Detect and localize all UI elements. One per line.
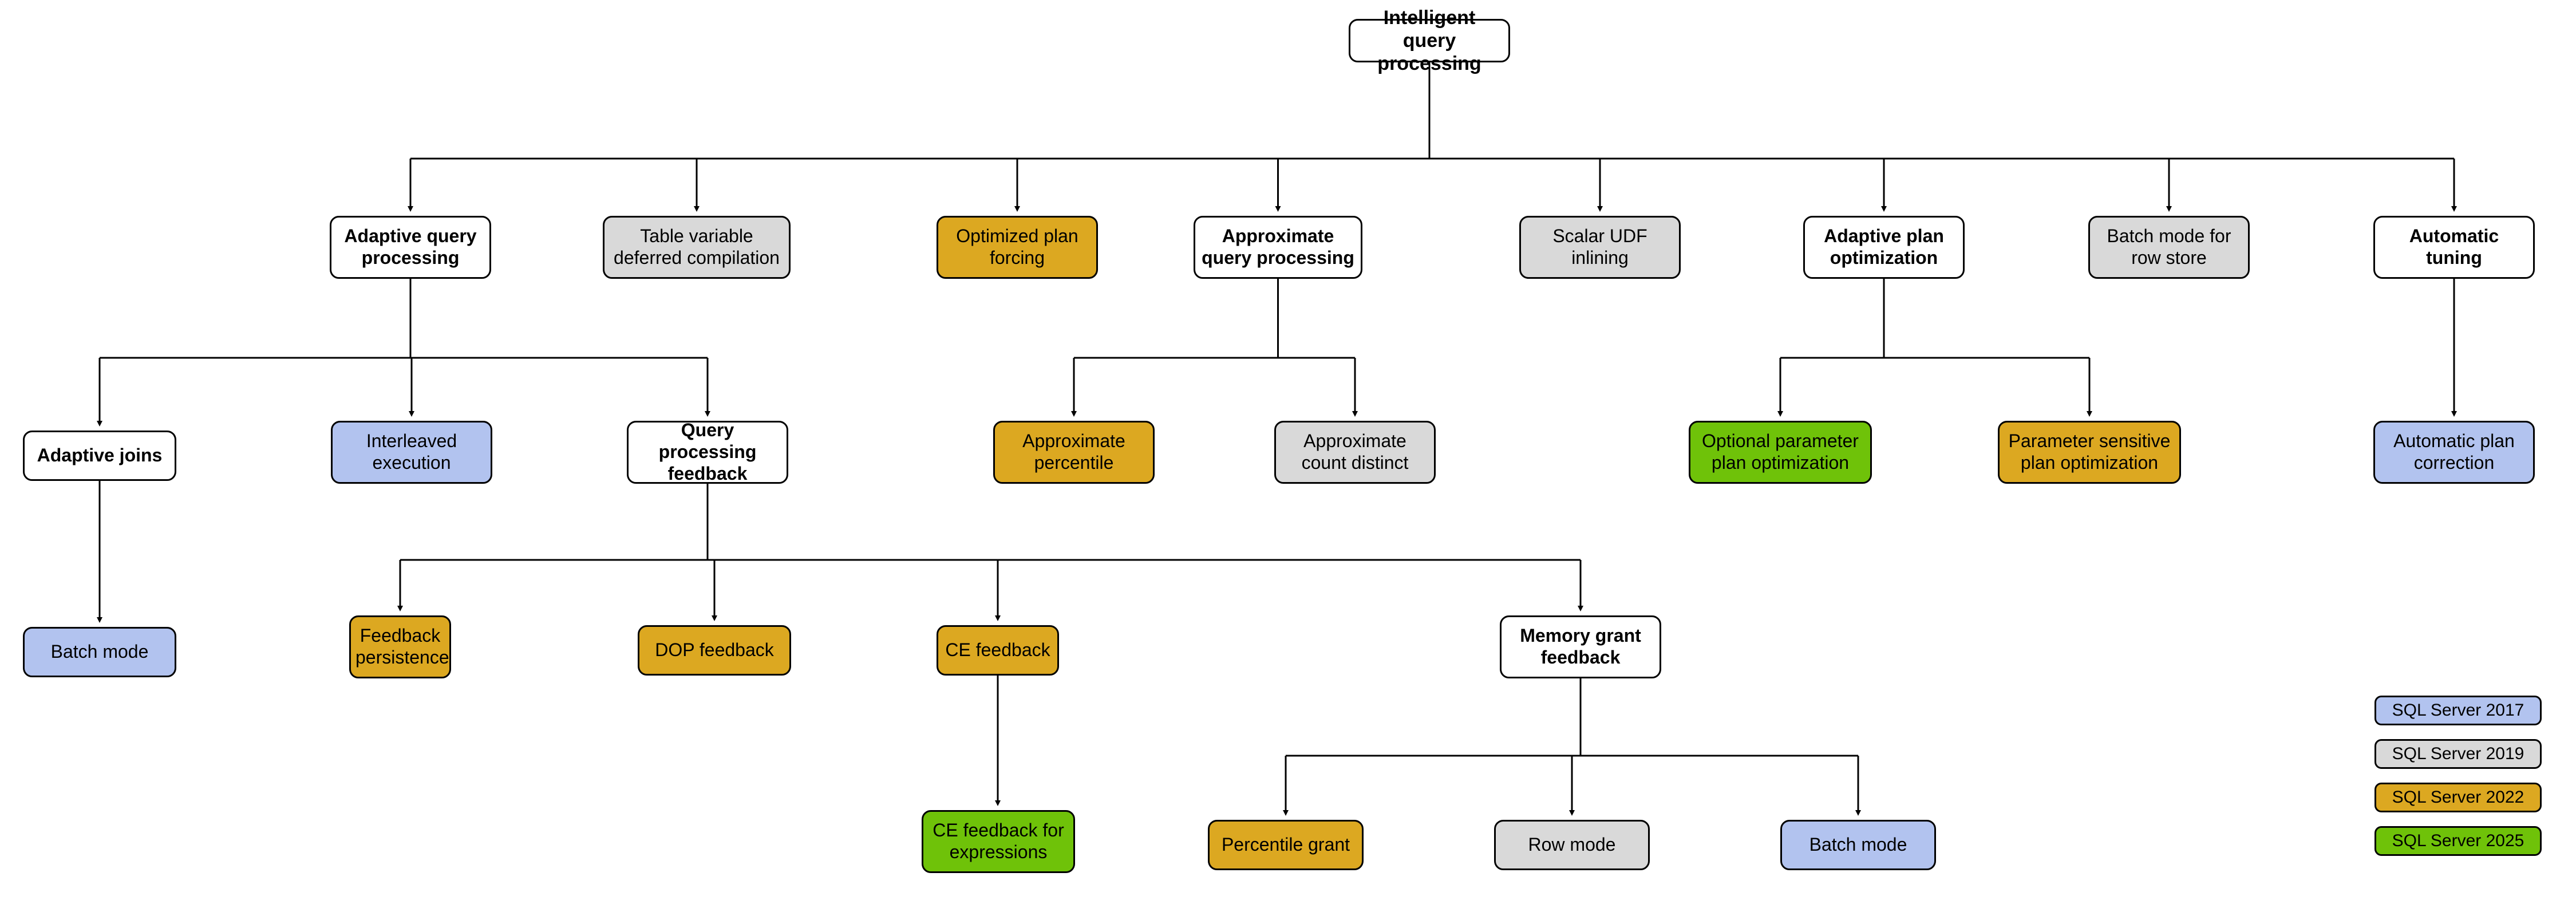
edge-group [97, 62, 2457, 816]
legend-item-label: SQL Server 2022 [2392, 788, 2524, 807]
legend-sql-server-2017[interactable]: SQL Server 2017 [2374, 696, 2542, 725]
node-adaptive-query-processing[interactable]: Adaptive query processing [330, 216, 491, 279]
node-label: Optimized plan forcing [956, 226, 1078, 268]
legend-sql-server-2019[interactable]: SQL Server 2019 [2374, 739, 2542, 769]
node-label: Intelligent query processing [1377, 6, 1481, 75]
node-batch-mode-adaptive-joins[interactable]: Batch mode [23, 627, 176, 677]
node-query-processing-feedback[interactable]: Query processing feedback [627, 420, 788, 484]
node-approximate-percentile[interactable]: Approximate percentile [993, 421, 1155, 484]
node-approximate-query-processing[interactable]: Approximate query processing [1194, 216, 1362, 279]
node-batch-mode-for-row-store[interactable]: Batch mode for row store [2088, 216, 2250, 279]
node-label: Row mode [1528, 834, 1616, 855]
node-ce-feedback[interactable]: CE feedback [937, 625, 1059, 676]
node-label: Automatic tuning [2409, 226, 2499, 268]
node-label: Batch mode for row store [2107, 226, 2231, 268]
node-root[interactable]: Intelligent query processing [1349, 7, 1510, 74]
node-automatic-plan-correction[interactable]: Automatic plan correction [2373, 421, 2535, 484]
node-label: Feedback persistence [355, 625, 449, 668]
node-scalar-udf-inlining[interactable]: Scalar UDF inlining [1519, 216, 1681, 279]
legend-item-label: SQL Server 2025 [2392, 831, 2524, 850]
node-label: Adaptive plan optimization [1824, 226, 1944, 268]
node-label: Percentile grant [1221, 834, 1350, 855]
node-label: Approximate count distinct [1301, 431, 1409, 473]
node-automatic-tuning[interactable]: Automatic tuning [2373, 216, 2535, 279]
node-dop-feedback[interactable]: DOP feedback [638, 625, 791, 676]
node-percentile-grant[interactable]: Percentile grant [1208, 820, 1364, 870]
node-label: Table variable deferred compilation [614, 226, 780, 268]
node-label: CE feedback [945, 639, 1050, 661]
node-label: Adaptive query processing [344, 226, 477, 268]
node-feedback-persistence[interactable]: Feedback persistence [349, 615, 451, 678]
node-row-mode[interactable]: Row mode [1494, 820, 1650, 870]
node-table-variable-deferred-compilation[interactable]: Table variable deferred compilation [603, 216, 791, 279]
node-label: Approximate query processing [1202, 226, 1354, 268]
legend-sql-server-2025[interactable]: SQL Server 2025 [2374, 826, 2542, 856]
legend-item-label: SQL Server 2019 [2392, 744, 2524, 763]
node-approximate-count-distinct[interactable]: Approximate count distinct [1274, 421, 1436, 484]
node-label: Automatic plan correction [2393, 431, 2515, 473]
node-label: Adaptive joins [37, 445, 163, 466]
node-label: CE feedback for expressions [933, 820, 1064, 862]
node-label: Approximate percentile [1022, 431, 1125, 473]
node-label: Optional parameter plan optimization [1702, 431, 1859, 473]
node-label: Query processing feedback [658, 420, 757, 484]
legend-item-label: SQL Server 2017 [2392, 701, 2524, 720]
node-label: Memory grant feedback [1520, 625, 1641, 668]
node-label: Batch mode [50, 641, 149, 662]
node-label: Interleaved execution [366, 431, 457, 473]
node-optimized-plan-forcing[interactable]: Optimized plan forcing [937, 216, 1098, 279]
node-label: DOP feedback [655, 639, 774, 661]
node-label: Batch mode [1809, 834, 1907, 855]
node-ce-feedback-for-expressions[interactable]: CE feedback for expressions [922, 810, 1075, 873]
node-label: Parameter sensitive plan optimization [2008, 431, 2171, 473]
node-adaptive-joins[interactable]: Adaptive joins [23, 431, 176, 481]
node-adaptive-plan-optimization[interactable]: Adaptive plan optimization [1803, 216, 1965, 279]
node-optional-parameter-plan-optimization[interactable]: Optional parameter plan optimization [1689, 421, 1872, 484]
legend-sql-server-2022[interactable]: SQL Server 2022 [2374, 783, 2542, 812]
node-memory-grant-feedback[interactable]: Memory grant feedback [1500, 615, 1661, 678]
node-batch-mode-memory-grant[interactable]: Batch mode [1780, 820, 1936, 870]
node-interleaved-execution[interactable]: Interleaved execution [331, 421, 492, 484]
node-label: Scalar UDF inlining [1552, 226, 1647, 268]
node-parameter-sensitive-plan-optimization[interactable]: Parameter sensitive plan optimization [1998, 421, 2181, 484]
